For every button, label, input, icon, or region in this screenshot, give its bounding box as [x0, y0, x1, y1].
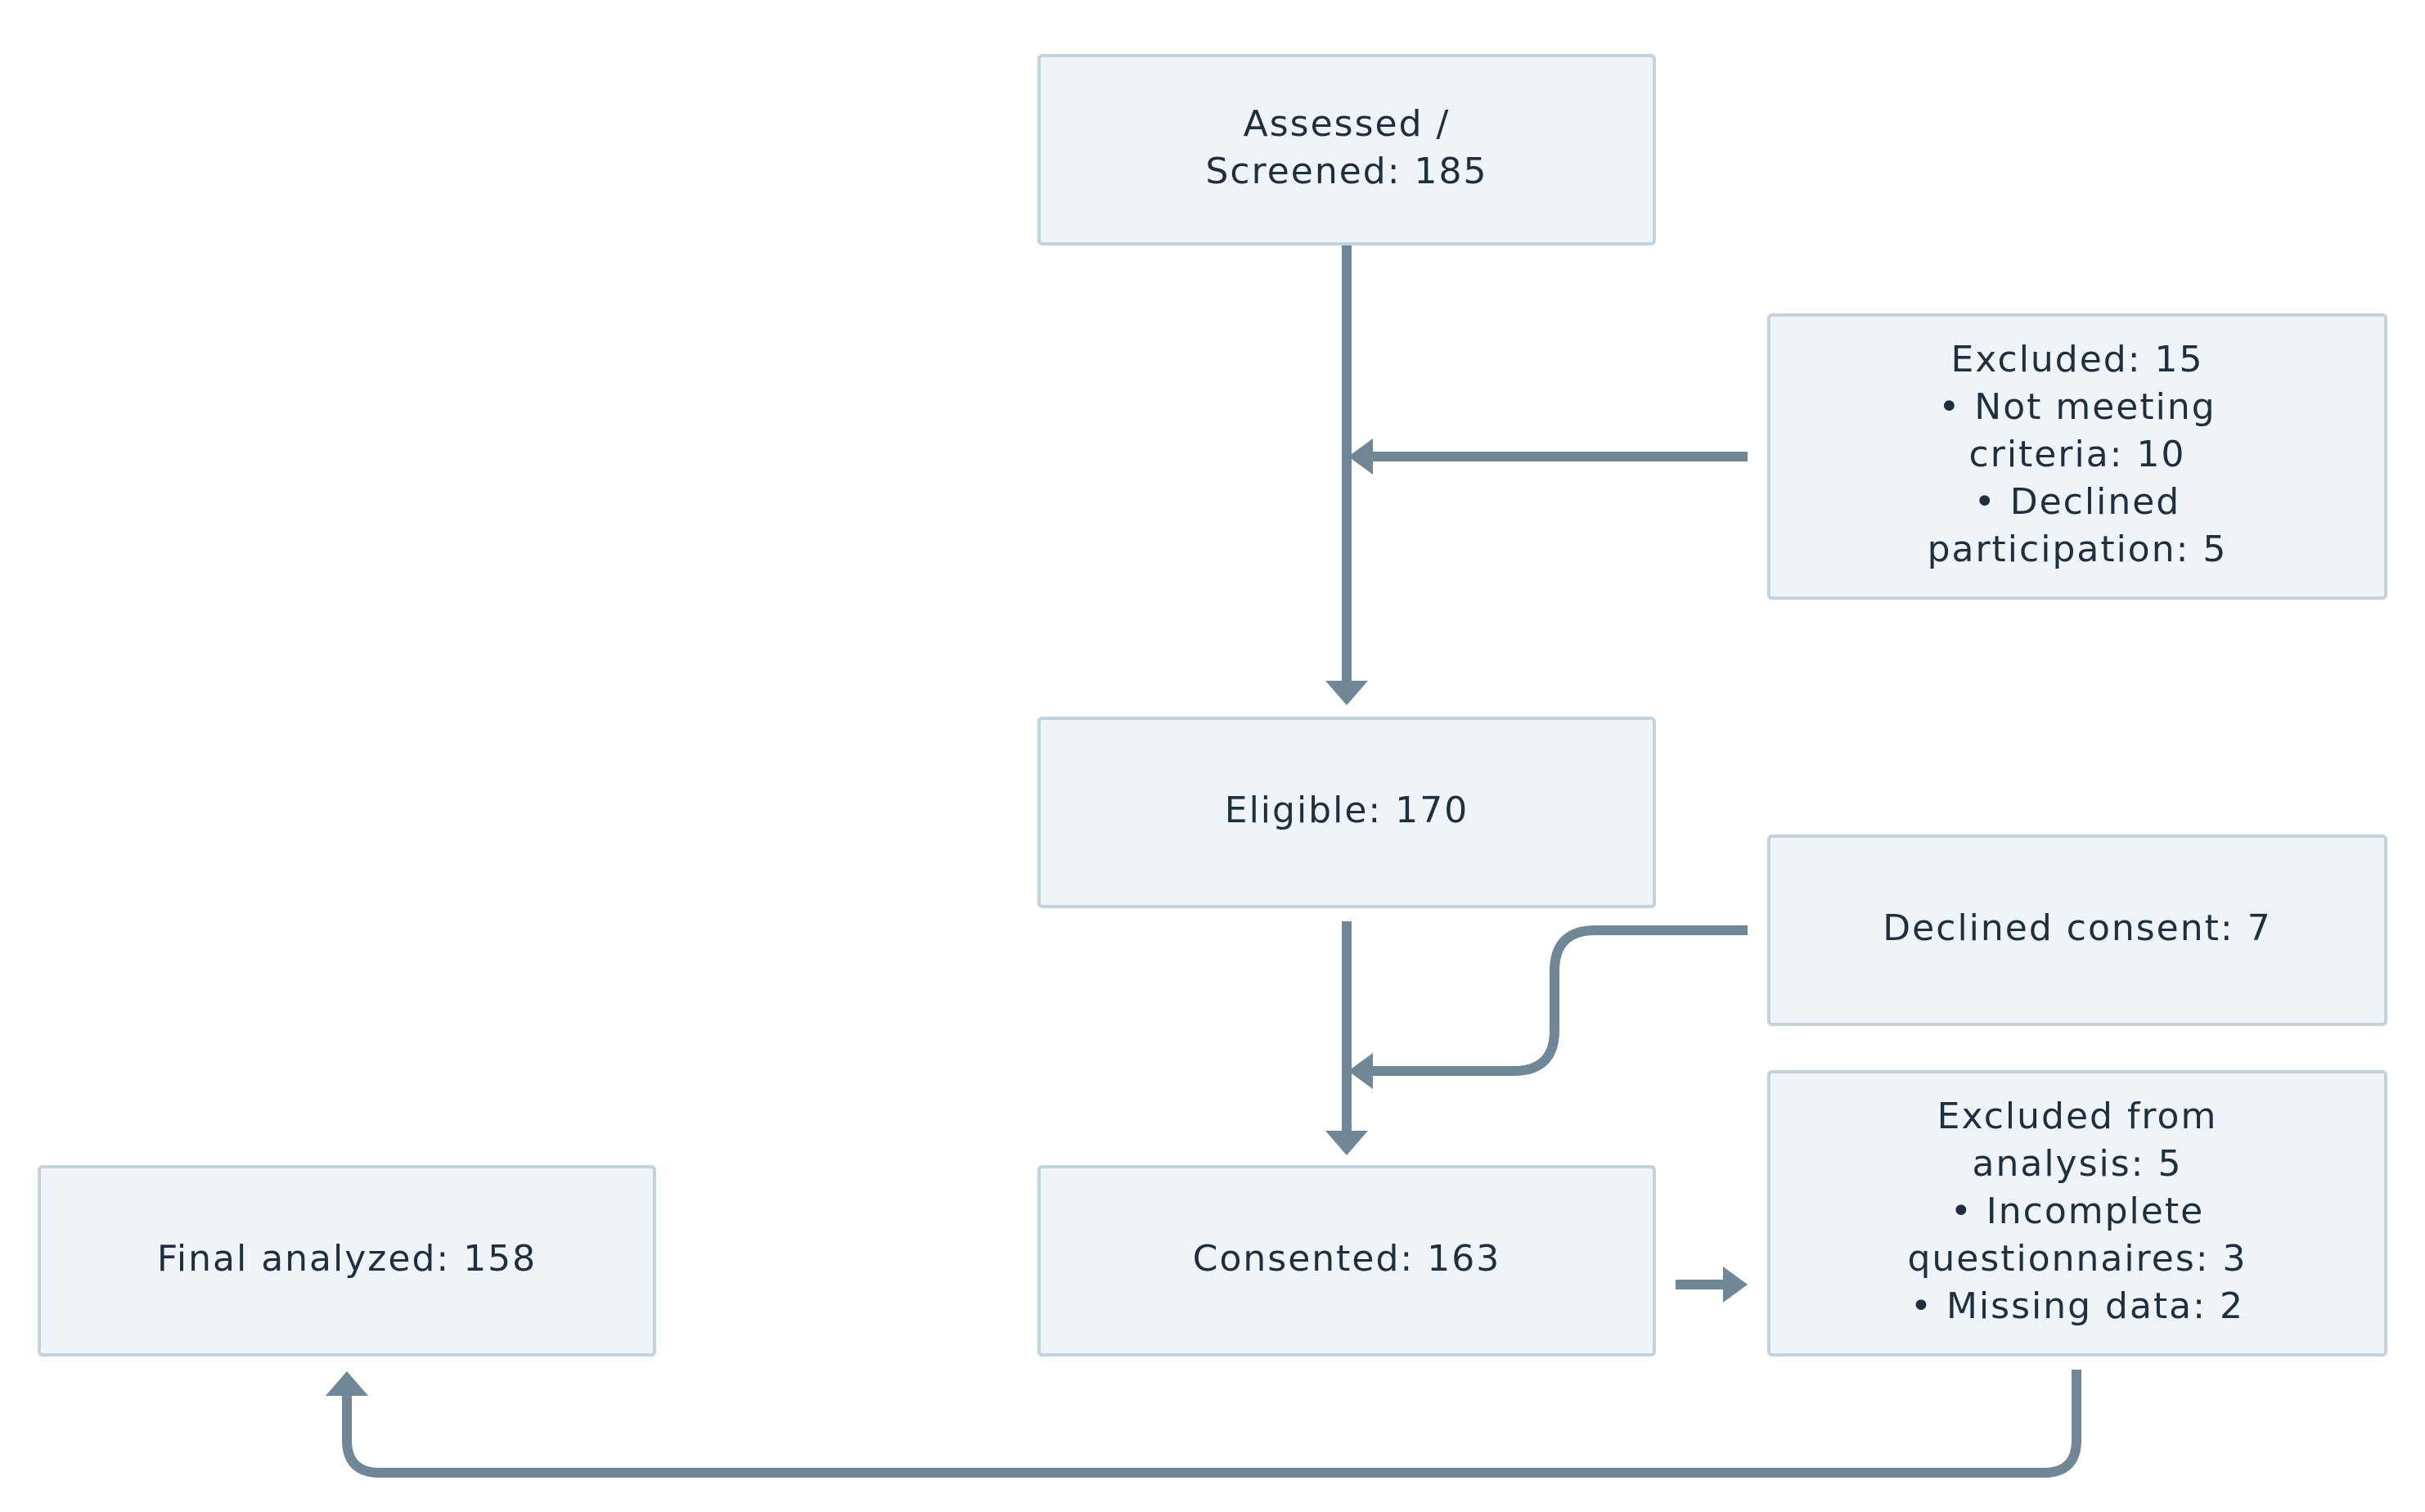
- node-text-line: • Incomplete: [1950, 1190, 2204, 1232]
- node-text-line: participation: 5: [1928, 529, 2228, 570]
- node-text-line: • Declined: [1974, 481, 2180, 523]
- node-text-line: criteria: 10: [1969, 434, 2186, 475]
- arrowhead-consented: [1325, 1131, 1368, 1155]
- node-final-analyzed: Final analyzed: 158: [38, 1165, 656, 1357]
- node-text-line: questionnaires: 3: [1907, 1238, 2247, 1280]
- edge-declined-consent-to-main: [1368, 925, 1748, 1076]
- node-text: Excluded: 15 • Not meeting criteria: 10 • D…: [1928, 339, 2228, 570]
- node-text-line: Declined consent: 7: [1883, 907, 2271, 949]
- edge-excluded-analysis-to-final: [342, 1370, 2081, 1478]
- node-excluded-analysis: Excluded from analysis: 5 • Incomplete ques…: [1767, 1070, 2387, 1357]
- node-text: Declined consent: 7: [1883, 907, 2271, 949]
- node-text: Final analyzed: 158: [157, 1238, 537, 1280]
- node-consented: Consented: 163: [1037, 1165, 1656, 1357]
- node-text-line: analysis: 5: [1973, 1143, 2183, 1185]
- node-text: Assessed / Screened: 185: [1205, 103, 1487, 192]
- arrowhead-declined-join: [1348, 1053, 1373, 1089]
- arrowhead-final: [326, 1371, 368, 1396]
- node-text-line: Assessed /: [1244, 103, 1451, 145]
- node-text: Excluded from analysis: 5 • Incomplete ques…: [1907, 1096, 2247, 1327]
- node-text-line: Eligible: 170: [1225, 790, 1469, 831]
- node-text: Consented: 163: [1193, 1238, 1500, 1280]
- node-text-line: Consented: 163: [1193, 1238, 1500, 1280]
- node-declined-consent: Declined consent: 7: [1767, 835, 2387, 1026]
- node-text-line: Excluded from: [1937, 1096, 2218, 1137]
- node-text-line: Screened: 185: [1205, 151, 1487, 192]
- node-text-line: Final analyzed: 158: [157, 1238, 537, 1280]
- node-assessed: Assessed / Screened: 185: [1037, 54, 1656, 245]
- arrowhead-excluded-analysis: [1723, 1267, 1748, 1303]
- node-excluded: Excluded: 15 • Not meeting criteria: 10 • D…: [1767, 313, 2387, 600]
- node-text-line: Excluded: 15: [1950, 339, 2203, 380]
- node-text-line: • Missing data: 2: [1910, 1285, 2244, 1327]
- node-text: Eligible: 170: [1225, 790, 1469, 831]
- node-eligible: Eligible: 170: [1037, 717, 1656, 908]
- node-text-line: • Not meeting: [1938, 386, 2216, 428]
- arrowhead-excluded-join: [1348, 439, 1373, 475]
- arrowhead-eligible: [1325, 681, 1368, 705]
- edges: [326, 244, 2081, 1478]
